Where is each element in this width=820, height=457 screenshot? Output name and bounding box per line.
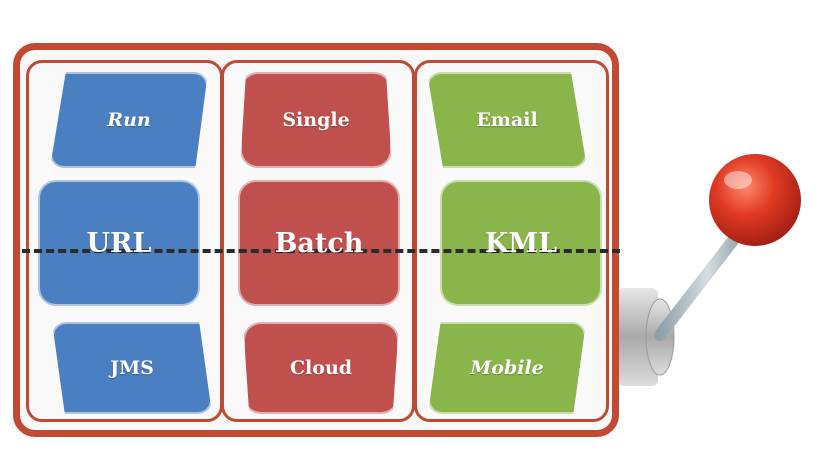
reel-2-top-tile: Single bbox=[240, 72, 392, 168]
reel-3-middle-tile: KML bbox=[440, 180, 602, 306]
reel-2-top-label: Single bbox=[282, 109, 350, 131]
reel-1-top-label: Run bbox=[107, 109, 151, 131]
reel-3-bottom-tile: Mobile bbox=[428, 322, 586, 414]
reel-1-middle-tile: URL bbox=[38, 180, 200, 306]
reel-1-middle-label: URL bbox=[86, 227, 152, 259]
reel-1-top-tile: Run bbox=[50, 72, 208, 168]
reel-2-middle-tile: Batch bbox=[238, 180, 400, 306]
reel-3-top-tile: Email bbox=[427, 72, 587, 168]
lever-knob[interactable] bbox=[709, 154, 801, 246]
lever-base bbox=[618, 288, 658, 386]
reel-3-middle-label: KML bbox=[484, 227, 558, 259]
reel-1-bottom-tile: JMS bbox=[52, 322, 212, 414]
reel-3-bottom-label: Mobile bbox=[470, 357, 544, 379]
reel-2-middle-label: Batch bbox=[274, 227, 364, 259]
reel-2-bottom-label: Cloud bbox=[289, 357, 353, 379]
lever-knob-highlight bbox=[724, 171, 752, 189]
reel-2-bottom-tile: Cloud bbox=[243, 322, 399, 414]
reel-1-bottom-label: JMS bbox=[110, 357, 154, 379]
reel-3-top-label: Email bbox=[476, 109, 538, 131]
